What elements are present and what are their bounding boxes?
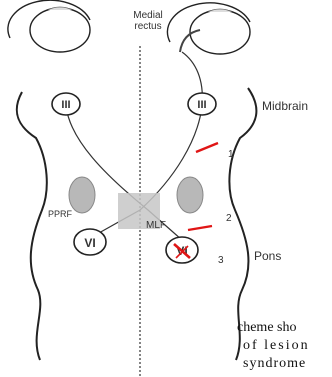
nucleus-iii-left: III [52, 93, 80, 115]
pons-label: Pons [254, 249, 281, 263]
lesion-3-label: 3 [218, 255, 224, 266]
brainstem-outline-left [17, 92, 47, 360]
pprf-left [69, 177, 95, 213]
caption-line-1: cheme sho [237, 320, 296, 336]
nucleus-vi-left-label: VI [84, 236, 95, 250]
nucleus-iii-left-label: III [61, 99, 70, 111]
lesion-1-label: 1 [228, 149, 234, 160]
caption-line-3: syndrome [243, 356, 306, 372]
medial-rectus-label: Medial [133, 10, 162, 21]
lesion-2-mark [188, 226, 212, 230]
midbrain-label: Midbrain [262, 99, 308, 113]
nucleus-iii-right-label: III [197, 99, 206, 111]
pprf-label: PPRF [48, 209, 73, 219]
nucleus-vi-left: VI [74, 229, 106, 255]
lesion-2-label: 2 [226, 213, 232, 224]
caption-line-2: of lesion [243, 338, 310, 354]
pprf-right [177, 177, 203, 213]
nucleus-iii-right: III [188, 93, 216, 115]
right-eye [167, 3, 250, 54]
left-eye [8, 0, 90, 52]
medial-rectus-label-2: rectus [134, 21, 161, 32]
lesion-1-mark [196, 143, 218, 152]
mlf-label: MLF [146, 220, 166, 231]
